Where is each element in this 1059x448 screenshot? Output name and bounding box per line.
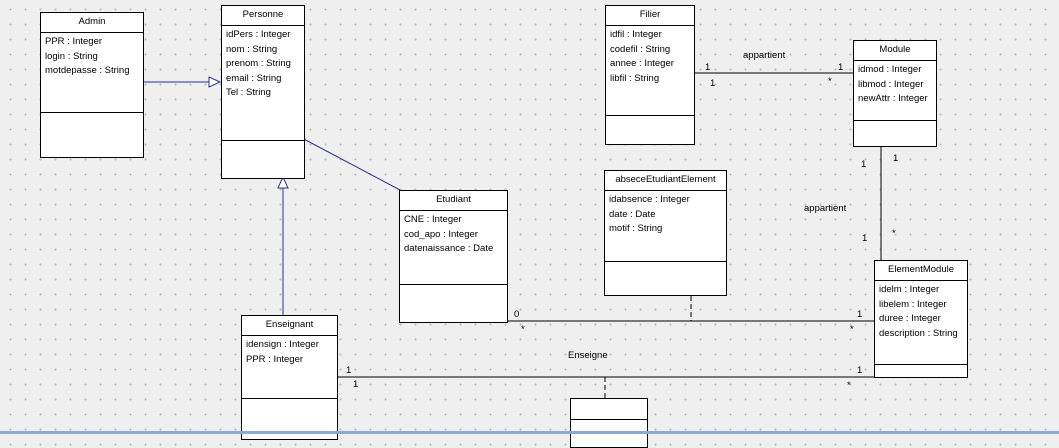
association-name: appartient — [743, 50, 786, 61]
attribute: idfil : Integer — [610, 29, 662, 40]
multiplicity: * — [892, 228, 896, 239]
attribute: CNE : Integer — [404, 214, 462, 225]
attribute: PPR : Integer — [246, 353, 304, 365]
class-element-module[interactable]: ElementModule idelm : Integer libelem : … — [874, 260, 968, 378]
attribute: newAttr : Integer — [858, 93, 928, 104]
class-enseignant[interactable]: Enseignant idensign : Integer PPR : Inte… — [241, 315, 338, 440]
attributes: PPR : Integer login : String motdepasse … — [41, 33, 143, 113]
multiplicity: 1 — [857, 309, 863, 320]
attributes: idabsence : Integer date : Date motif : … — [605, 191, 726, 262]
attributes: CNE : Integer cod_apo : Integer datenais… — [400, 211, 507, 285]
attribute: libelem : Integer — [879, 298, 947, 310]
attribute: motdepasse : String — [45, 65, 130, 76]
class-name: Personne — [222, 6, 304, 26]
attribute: motif : String — [609, 223, 663, 234]
class-module[interactable]: Module idmod : Integer libmod : Integer … — [853, 40, 937, 147]
multiplicity: 1 — [862, 233, 868, 244]
multiplicity: * — [850, 324, 854, 335]
attributes: idmod : Integer libmod : Integer newAttr… — [854, 61, 936, 121]
attribute: datenaissance : Date — [404, 243, 494, 254]
class-name: abseceEtudiantElement — [605, 171, 726, 191]
multiplicity: * — [847, 380, 851, 391]
inheritance-arrowhead — [277, 175, 289, 189]
class-name — [571, 399, 647, 420]
attribute: date : Date — [609, 208, 656, 220]
attribute: idPers : Integer — [226, 29, 291, 40]
multiplicity: 1 — [893, 153, 899, 164]
class-unnamed[interactable] — [570, 398, 648, 448]
multiplicity: 1 — [857, 365, 863, 376]
class-absence[interactable]: abseceEtudiantElement idabsence : Intege… — [604, 170, 727, 296]
multiplicity: * — [828, 76, 832, 87]
attribute: libfil : String — [610, 72, 660, 84]
attribute: login : String — [45, 50, 98, 62]
attribute: nom : String — [226, 43, 278, 55]
attribute: PPR : Integer — [45, 36, 103, 47]
attribute: libmod : Integer — [858, 78, 924, 90]
attribute: duree : Integer — [879, 313, 941, 324]
multiplicity: 1 — [861, 159, 867, 170]
multiplicity: 1 — [710, 78, 716, 89]
attributes: idPers : Integer nom : String prenom : S… — [222, 26, 304, 141]
canvas-bottom-border — [0, 431, 1059, 434]
attributes: idensign : Integer PPR : Integer — [242, 336, 337, 399]
class-name: Admin — [41, 13, 143, 33]
multiplicity: 1 — [838, 62, 844, 73]
attribute: Tel : String — [226, 87, 271, 98]
attribute: idabsence : Integer — [609, 194, 690, 205]
multiplicity: * — [521, 324, 525, 335]
association-name: appartient — [804, 203, 847, 214]
class-name: Filier — [606, 6, 694, 26]
class-name: Enseignant — [242, 316, 337, 336]
attribute: description : String — [879, 327, 958, 339]
attribute: annee : Integer — [610, 58, 674, 69]
multiplicity: 0 — [514, 309, 520, 320]
attribute: idmod : Integer — [858, 64, 922, 75]
class-name: ElementModule — [875, 261, 967, 281]
attribute: email : String — [226, 72, 282, 84]
class-personne[interactable]: Personne idPers : Integer nom : String p… — [221, 5, 305, 179]
class-filier[interactable]: Filier idfil : Integer codefil : String … — [605, 5, 695, 145]
attributes: idelm : Integer libelem : Integer duree … — [875, 281, 967, 365]
multiplicity: 1 — [705, 62, 711, 73]
inheritance-arrowhead — [208, 76, 222, 88]
multiplicity: 1 — [353, 379, 359, 390]
attribute: idelm : Integer — [879, 284, 940, 295]
attribute: codefil : String — [610, 43, 671, 55]
attributes: idfil : Integer codefil : String annee :… — [606, 26, 694, 116]
attribute: idensign : Integer — [246, 339, 319, 350]
attribute: cod_apo : Integer — [404, 228, 478, 240]
association-name: Enseigne — [568, 350, 608, 361]
class-name: Module — [854, 41, 936, 61]
generalization-etudiant-personne — [299, 136, 401, 191]
attribute: prenom : String — [226, 58, 291, 69]
class-name: Etudiant — [400, 191, 507, 211]
multiplicity: 1 — [346, 365, 352, 376]
class-admin[interactable]: Admin PPR : Integer login : String motde… — [40, 12, 144, 158]
class-etudiant[interactable]: Etudiant CNE : Integer cod_apo : Integer… — [399, 190, 508, 323]
